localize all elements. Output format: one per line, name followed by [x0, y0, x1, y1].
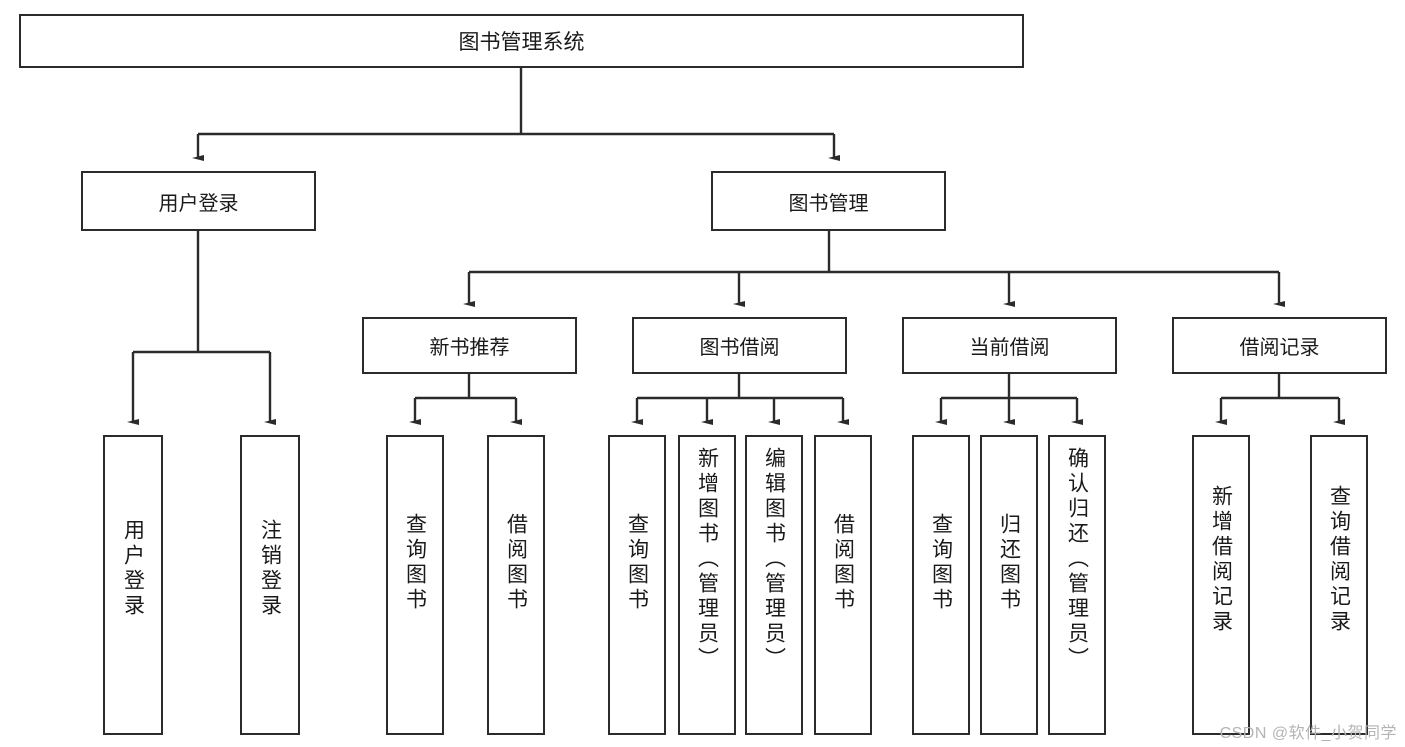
node-leaf-query-book-2[interactable]: 查询图书	[608, 435, 666, 735]
node-leaf-borrow-book-1[interactable]: 借阅图书	[487, 435, 545, 735]
node-leaf-user-logout[interactable]: 注销登录	[240, 435, 300, 735]
node-root[interactable]: 图书管理系统	[19, 14, 1024, 68]
node-current-borrow[interactable]: 当前借阅	[902, 317, 1117, 374]
node-leaf-query-book-1[interactable]: 查询图书	[386, 435, 444, 735]
node-leaf-add-record[interactable]: 新增借阅记录	[1192, 435, 1250, 735]
node-leaf-query-record[interactable]: 查询借阅记录	[1310, 435, 1368, 735]
node-current-borrow-label: 当前借阅	[969, 337, 1050, 359]
node-leaf-confirm-return[interactable]: 确认归还（管理员）	[1048, 435, 1106, 735]
node-borrow-record-label: 借阅记录	[1239, 337, 1320, 359]
node-leaf-return-book-label: 归还图书	[997, 513, 1021, 613]
node-new-book-recommend-label: 新书推荐	[429, 337, 510, 359]
node-leaf-query-book-2-label: 查询图书	[625, 513, 649, 613]
node-leaf-query-book-3-label: 查询图书	[929, 513, 953, 613]
node-book-borrow[interactable]: 图书借阅	[632, 317, 847, 374]
node-root-label: 图书管理系统	[458, 31, 585, 54]
node-borrow-record[interactable]: 借阅记录	[1172, 317, 1387, 374]
watermark: CSDN @软件_小贺同学	[1219, 725, 1397, 742]
node-leaf-add-record-label: 新增借阅记录	[1209, 485, 1233, 635]
node-leaf-edit-book-label: 编辑图书（管理员）	[762, 447, 786, 672]
node-leaf-query-book-3[interactable]: 查询图书	[912, 435, 970, 735]
node-user-login[interactable]: 用户登录	[81, 171, 316, 231]
node-leaf-add-book[interactable]: 新增图书（管理员）	[678, 435, 736, 735]
node-leaf-borrow-book-2-label: 借阅图书	[831, 513, 855, 613]
node-user-login-label: 用户登录	[158, 192, 239, 215]
node-leaf-query-book-1-label: 查询图书	[403, 513, 427, 613]
node-leaf-user-login[interactable]: 用户登录	[103, 435, 163, 735]
node-leaf-confirm-return-label: 确认归还（管理员）	[1065, 447, 1089, 672]
node-new-book-recommend[interactable]: 新书推荐	[362, 317, 577, 374]
node-leaf-edit-book[interactable]: 编辑图书（管理员）	[745, 435, 803, 735]
node-leaf-query-record-label: 查询借阅记录	[1327, 485, 1351, 635]
node-leaf-borrow-book-1-label: 借阅图书	[504, 513, 528, 613]
node-leaf-add-book-label: 新增图书（管理员）	[695, 447, 719, 672]
node-leaf-return-book[interactable]: 归还图书	[980, 435, 1038, 735]
node-leaf-borrow-book-2[interactable]: 借阅图书	[814, 435, 872, 735]
node-book-manage-label: 图书管理	[788, 192, 869, 215]
node-leaf-user-login-label: 用户登录	[121, 519, 145, 619]
node-book-borrow-label: 图书借阅	[699, 337, 780, 359]
node-leaf-user-logout-label: 注销登录	[258, 519, 282, 619]
node-book-manage[interactable]: 图书管理	[711, 171, 946, 231]
